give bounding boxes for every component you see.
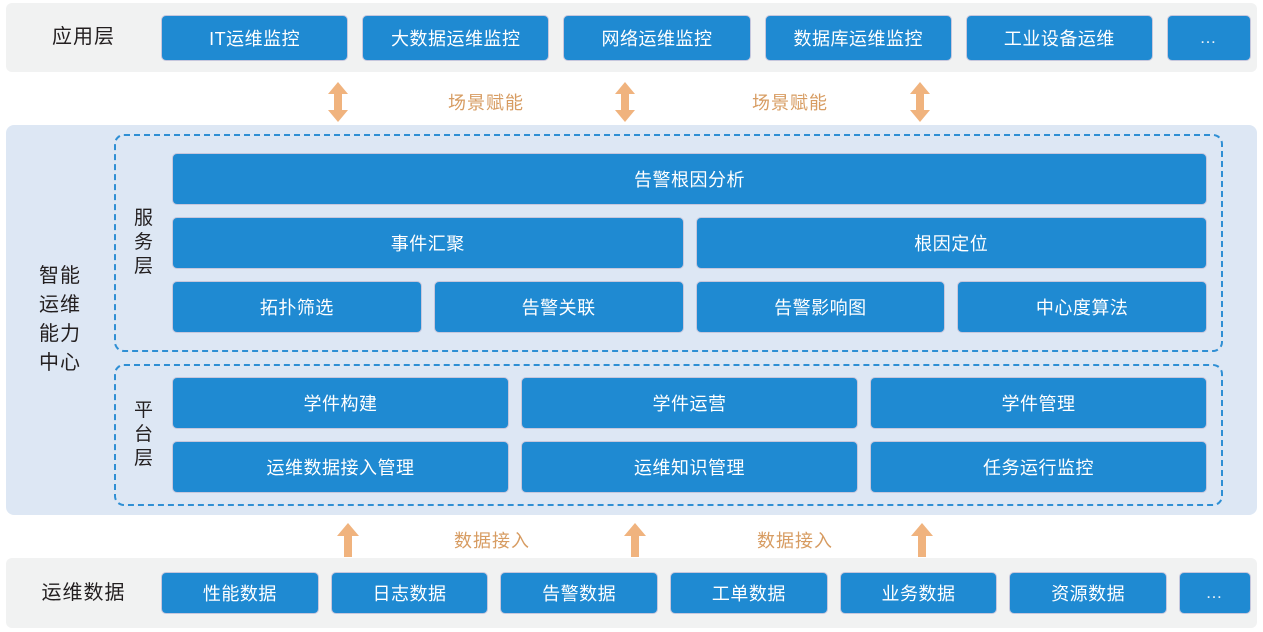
platform-box-ops-knowledge-management[interactable]: 运维知识管理 bbox=[521, 441, 858, 493]
platform-layer-label-char-3: 层 bbox=[133, 448, 154, 470]
platform-box-learnware-operation[interactable]: 学件运营 bbox=[521, 377, 858, 429]
service-layer-row-1: 告警根因分析 bbox=[172, 153, 1207, 205]
app-box-bigdata-ops[interactable]: 大数据运维监控 bbox=[362, 14, 550, 61]
app-box-it-ops[interactable]: IT运维监控 bbox=[161, 14, 349, 61]
capability-center-title: 智能 运维 能力 中心 bbox=[6, 262, 114, 378]
application-layer-label: 应用层 bbox=[52, 26, 115, 48]
connector-row-bottom: 数据接入 数据接入 bbox=[0, 518, 1263, 562]
arrow-up-down-icon bbox=[614, 82, 636, 122]
platform-layer-label-char-2: 台 bbox=[133, 423, 154, 445]
data-box-alarm[interactable]: 告警数据 bbox=[500, 572, 659, 614]
capability-center-title-line-2: 运维 bbox=[39, 294, 81, 316]
connector-label-scene-empower-2: 场景赋能 bbox=[752, 93, 828, 113]
service-box-topology-filter[interactable]: 拓扑筛选 bbox=[172, 281, 422, 333]
service-box-alarm-impact-graph[interactable]: 告警影响图 bbox=[695, 281, 946, 333]
arrow-up-down-icon bbox=[327, 82, 349, 122]
arrow-up-icon bbox=[336, 523, 360, 557]
app-box-network-ops[interactable]: 网络运维监控 bbox=[563, 14, 751, 61]
capability-center-body: 服 务 层 告警根因分析 事件汇聚 根因定位 拓扑筛选 告警关联 告警 bbox=[114, 125, 1257, 515]
service-box-alarm-correlation[interactable]: 告警关联 bbox=[433, 281, 684, 333]
connector-label-data-ingest-2: 数据接入 bbox=[757, 531, 833, 551]
platform-layer-label: 平 台 层 bbox=[116, 399, 172, 472]
service-box-centrality-algorithm[interactable]: 中心度算法 bbox=[957, 281, 1207, 333]
platform-box-learnware-management[interactable]: 学件管理 bbox=[870, 377, 1207, 429]
platform-layer-group: 平 台 层 学件构建 学件运营 学件管理 运维数据接入管理 运维知识管理 任务运… bbox=[114, 364, 1223, 506]
service-layer-row-3: 拓扑筛选 告警关联 告警影响图 中心度算法 bbox=[172, 281, 1207, 333]
service-layer-rows: 告警根因分析 事件汇聚 根因定位 拓扑筛选 告警关联 告警影响图 中心度算法 bbox=[172, 153, 1221, 333]
data-layer-items: 性能数据 日志数据 告警数据 工单数据 业务数据 资源数据 … bbox=[161, 572, 1257, 614]
data-box-log[interactable]: 日志数据 bbox=[330, 572, 489, 614]
platform-box-ops-data-ingestion-management[interactable]: 运维数据接入管理 bbox=[172, 441, 509, 493]
application-layer-band: 应用层 IT运维监控 大数据运维监控 网络运维监控 数据库运维监控 工业设备运维… bbox=[6, 3, 1257, 72]
platform-layer-row-2: 运维数据接入管理 运维知识管理 任务运行监控 bbox=[172, 441, 1207, 493]
platform-box-learnware-build[interactable]: 学件构建 bbox=[172, 377, 509, 429]
service-layer-label-char-2: 务 bbox=[133, 231, 154, 253]
service-box-root-cause-location[interactable]: 根因定位 bbox=[695, 217, 1207, 269]
platform-layer-rows: 学件构建 学件运营 学件管理 运维数据接入管理 运维知识管理 任务运行监控 bbox=[172, 377, 1221, 493]
data-box-business[interactable]: 业务数据 bbox=[839, 572, 998, 614]
app-box-database-ops[interactable]: 数据库运维监控 bbox=[764, 14, 952, 61]
service-layer-group: 服 务 层 告警根因分析 事件汇聚 根因定位 拓扑筛选 告警关联 告警 bbox=[114, 134, 1223, 352]
connector-label-scene-empower-1: 场景赋能 bbox=[448, 93, 524, 113]
data-box-ticket[interactable]: 工单数据 bbox=[670, 572, 828, 614]
capability-center-panel: 智能 运维 能力 中心 服 务 层 告警根因分析 事件汇聚 bbox=[6, 125, 1257, 515]
arrow-up-down-icon bbox=[909, 82, 931, 122]
connector-row-top: 场景赋能 场景赋能 bbox=[0, 80, 1263, 124]
service-layer-label-char-3: 层 bbox=[133, 256, 154, 278]
platform-box-task-run-monitoring[interactable]: 任务运行监控 bbox=[870, 441, 1207, 493]
arrow-up-icon bbox=[910, 523, 934, 557]
platform-layer-row-1: 学件构建 学件运营 学件管理 bbox=[172, 377, 1207, 429]
connector-label-data-ingest-1: 数据接入 bbox=[454, 531, 530, 551]
application-layer-items: IT运维监控 大数据运维监控 网络运维监控 数据库运维监控 工业设备运维 … bbox=[161, 14, 1257, 61]
data-box-more[interactable]: … bbox=[1179, 572, 1252, 614]
data-box-performance[interactable]: 性能数据 bbox=[161, 572, 319, 614]
service-box-alarm-root-cause-analysis[interactable]: 告警根因分析 bbox=[172, 153, 1207, 205]
data-layer-label: 运维数据 bbox=[41, 581, 126, 604]
data-box-resource[interactable]: 资源数据 bbox=[1009, 572, 1168, 614]
service-layer-label: 服 务 层 bbox=[116, 207, 172, 280]
capability-center-title-line-3: 能力 bbox=[39, 323, 81, 345]
arrow-up-icon bbox=[623, 523, 647, 557]
app-box-industrial-ops[interactable]: 工业设备运维 bbox=[965, 14, 1154, 61]
platform-layer-label-char-1: 平 bbox=[133, 399, 154, 421]
app-box-more[interactable]: … bbox=[1167, 14, 1252, 61]
data-layer-band: 运维数据 性能数据 日志数据 告警数据 工单数据 业务数据 资源数据 … bbox=[6, 558, 1257, 628]
service-box-event-aggregation[interactable]: 事件汇聚 bbox=[172, 217, 684, 269]
capability-center-title-line-4: 中心 bbox=[39, 352, 81, 374]
capability-center-title-line-1: 智能 bbox=[39, 265, 81, 287]
service-layer-label-char-1: 服 bbox=[133, 207, 154, 229]
service-layer-row-2: 事件汇聚 根因定位 bbox=[172, 217, 1207, 269]
